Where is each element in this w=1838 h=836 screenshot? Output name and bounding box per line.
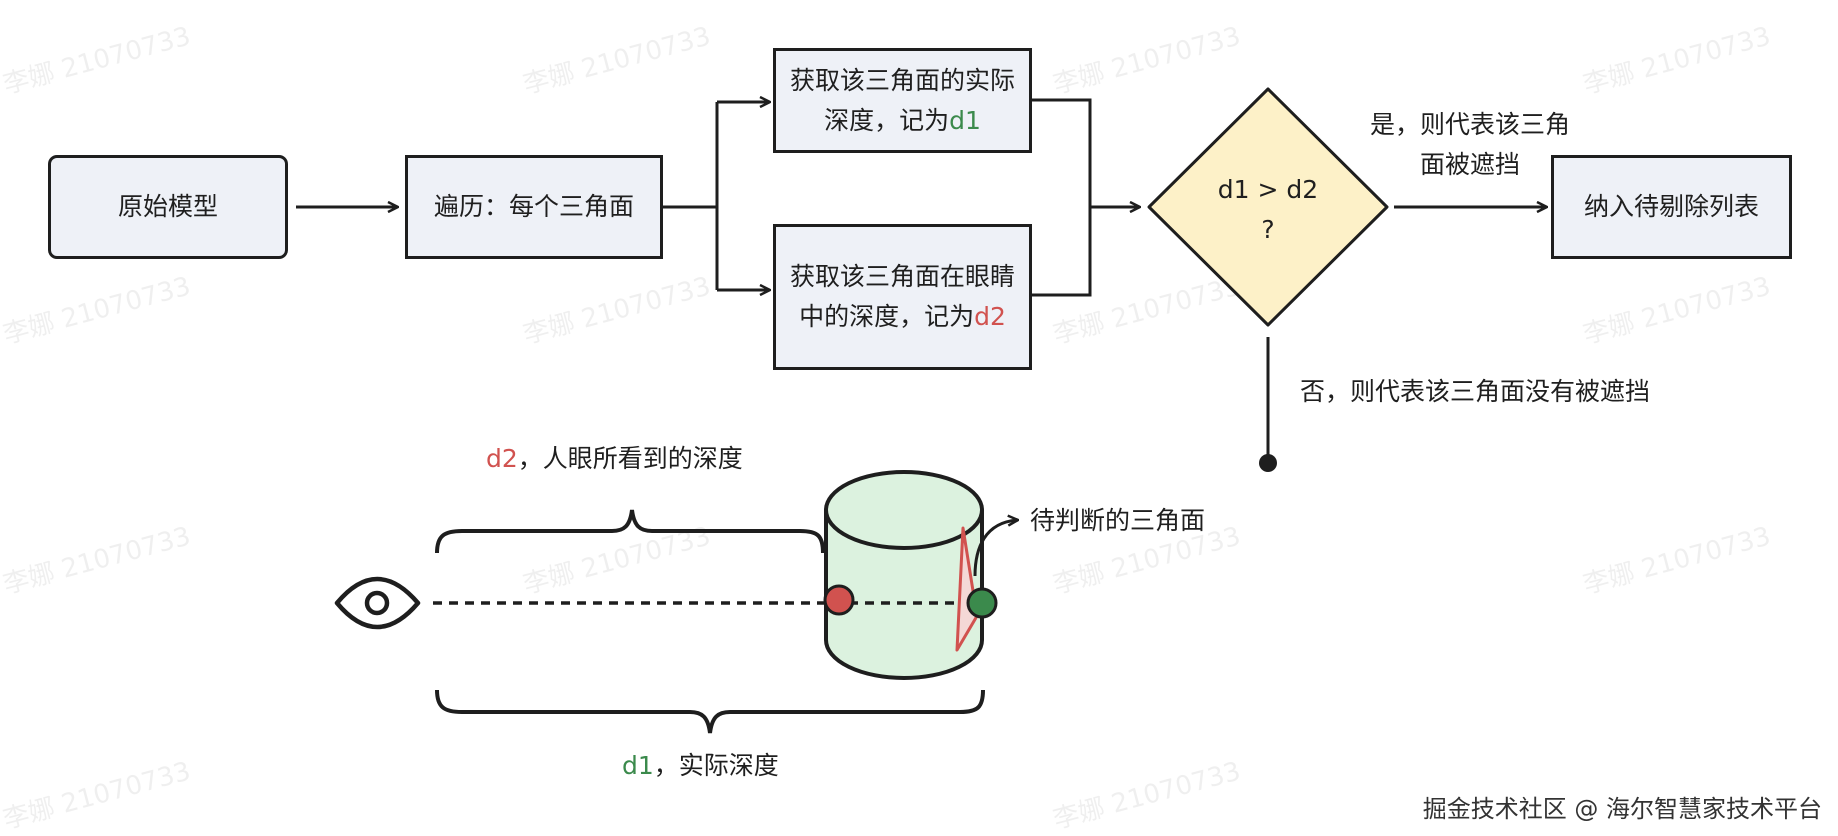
label-d2-var: d2: [486, 444, 518, 473]
triangle-callout-arrow: [973, 520, 1018, 577]
node-get-d2-var: d2: [974, 302, 1006, 331]
node-traverse-label: 遍历：每个三角面: [433, 192, 634, 221]
label-d1-text: ，实际深度: [653, 751, 779, 780]
label-d1-actual-depth: d1，实际深度: [622, 746, 779, 786]
eye-pupil: [364, 590, 390, 616]
no-branch-endpoint: [1259, 454, 1277, 472]
edge-label-yes: 是，则代表该三角面被遮挡: [1370, 110, 1571, 179]
node-add-to-cull-list: 纳入待剔除列表: [1551, 155, 1792, 259]
triangle-face: [955, 526, 979, 652]
cylinder-body: [824, 510, 984, 680]
node-get-d1-text: 获取该三角面的实际深度，记为: [789, 65, 1015, 135]
node-get-actual-depth: 获取该三角面的实际深度，记为d1: [773, 48, 1032, 153]
node-original-model: 原始模型: [48, 155, 288, 259]
node-get-d2-text: 获取该三角面在眼睛中的深度，记为: [789, 262, 1015, 331]
label-d2-text: ，人眼所看到的深度: [517, 444, 743, 473]
node-original-model-label: 原始模型: [117, 192, 218, 221]
credit-watermark: 掘金技术社区 @ 海尔智慧家技术平台: [1422, 795, 1822, 823]
d1-point: [966, 587, 998, 619]
connector-merge: [1032, 98, 1140, 297]
brace-d1: [435, 689, 985, 734]
decision-condition-line1: d1 > d2: [1217, 175, 1319, 204]
label-triangle-to-judge: 待判断的三角面: [1030, 506, 1206, 535]
label-d1-var: d1: [622, 751, 654, 780]
brace-d2: [435, 509, 825, 554]
node-get-d1-var: d1: [949, 105, 981, 135]
connector-traverse-split: [663, 102, 719, 290]
eye-icon: [334, 576, 421, 630]
label-d2-eye-depth: d2，人眼所看到的深度: [486, 439, 743, 479]
d2-point: [823, 584, 855, 616]
decision-diamond: [1147, 87, 1389, 327]
node-traverse-triangles: 遍历：每个三角面: [405, 155, 663, 259]
cylinder-top: [824, 470, 984, 550]
node-add-to-cull-list-label: 纳入待剔除列表: [1583, 192, 1759, 221]
decision-condition: d1 > d2 ?: [1168, 170, 1368, 250]
edge-label-no: 否，则代表该三角面没有被遮挡: [1300, 377, 1651, 406]
decision-condition-line2: ?: [1261, 215, 1275, 244]
node-get-eye-depth: 获取该三角面在眼睛中的深度，记为d2: [773, 224, 1032, 370]
